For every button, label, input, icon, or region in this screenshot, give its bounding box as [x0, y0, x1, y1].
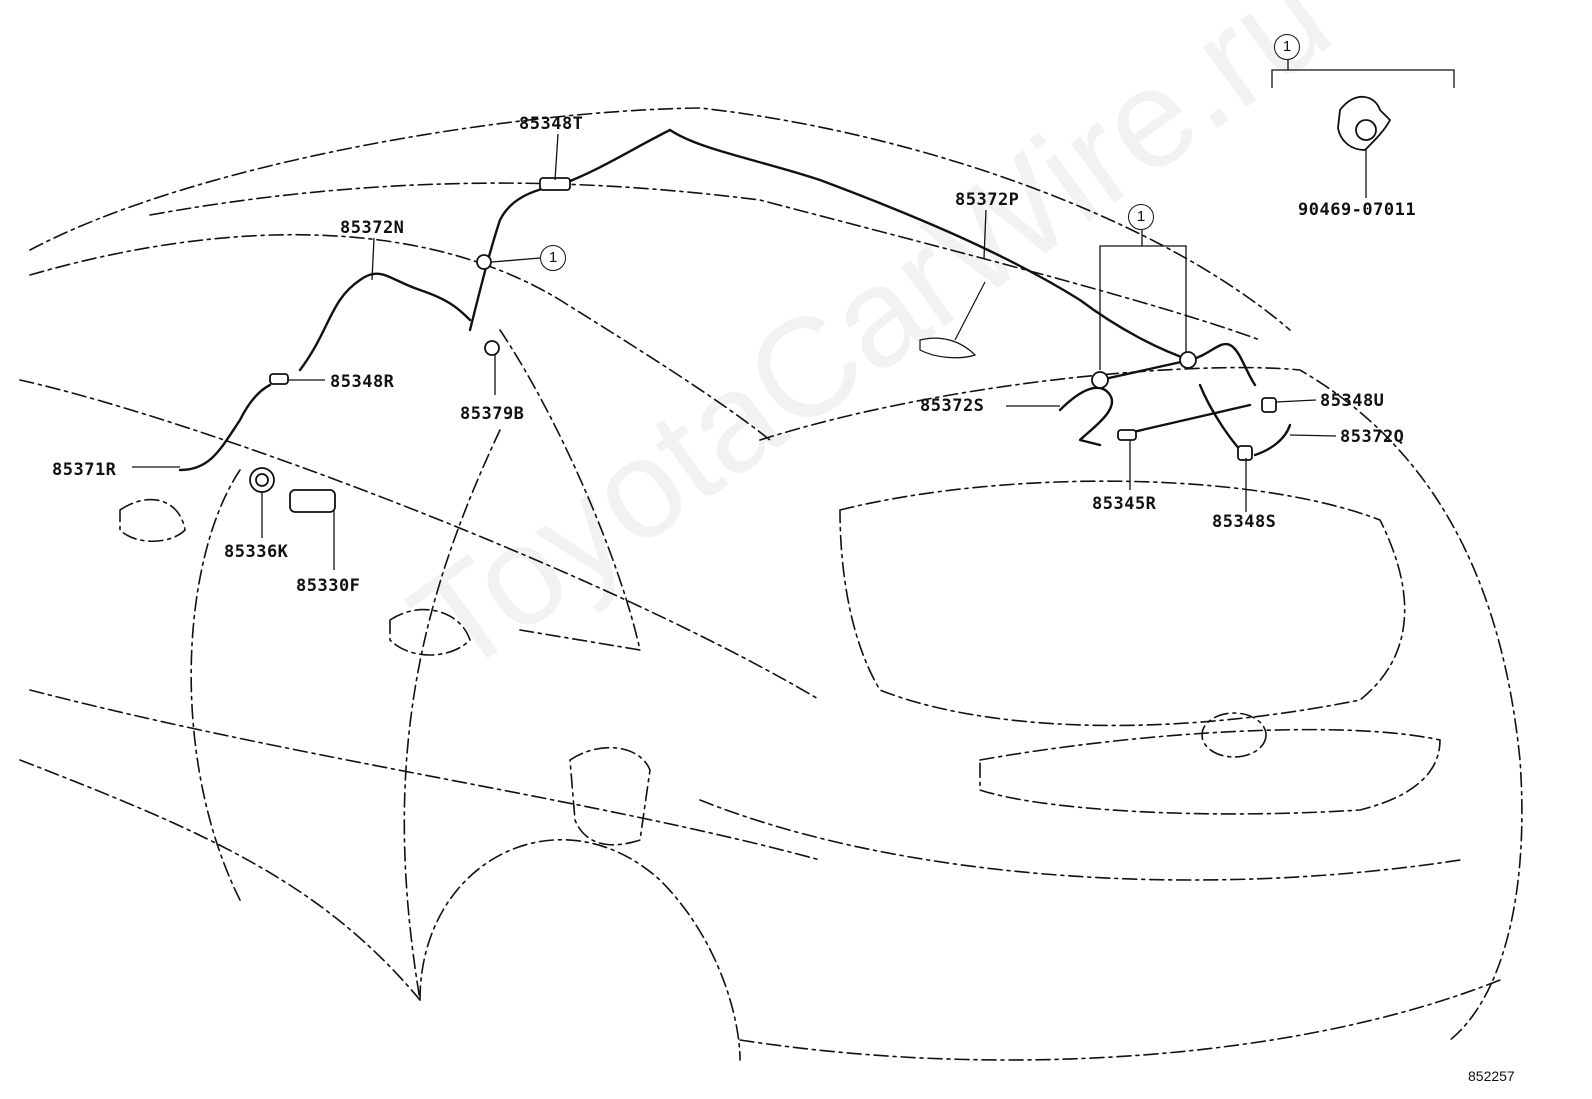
rear-emblem [1201, 712, 1267, 758]
roof-antenna [919, 281, 986, 359]
grommet-85336K-inner [255, 473, 269, 487]
pump-body-85330F [289, 489, 336, 513]
side-window-line [19, 379, 821, 701]
callout-bracket-detail [1271, 69, 1455, 88]
leader-85348U [1275, 399, 1317, 403]
label-85372N: 85372N [340, 218, 405, 238]
door-handle [389, 608, 471, 656]
lower-body-line [19, 759, 421, 1001]
rear-wheel-arch [419, 839, 741, 1061]
label-90469-07011: 90469-07011 [1298, 200, 1417, 220]
leader-callout-1 [491, 257, 541, 263]
hose-85372P [668, 128, 1192, 362]
hose-rear-rail [1098, 342, 1257, 387]
fuel-door [569, 746, 651, 846]
joint-85345R [1117, 429, 1137, 441]
front-door-edge [190, 469, 241, 901]
leader-85372Q [1289, 434, 1337, 437]
leader-85348T [554, 133, 559, 181]
label-85372P: 85372P [955, 190, 1020, 210]
side-body-line [29, 689, 821, 861]
hose-85345R [1118, 403, 1252, 437]
hose-85348T [468, 128, 672, 332]
clamp-ring-b [1179, 351, 1197, 369]
door-handle-front [119, 498, 186, 542]
callout-marker-detail: 1 [1274, 34, 1300, 60]
label-85379B: 85379B [460, 404, 525, 424]
rear-glass [839, 480, 1406, 727]
label-85348T: 85348T [519, 114, 584, 134]
callout-marker-rail: 1 [1128, 204, 1154, 230]
label-85372S: 85372S [920, 396, 985, 416]
nozzle-85379B [484, 340, 500, 356]
bumper-line [699, 799, 1461, 881]
hose-85371R [178, 383, 272, 472]
tail-panel [979, 728, 1441, 815]
label-85330F: 85330F [296, 576, 361, 596]
rear-door-edge [403, 429, 501, 1001]
leader-85372N [371, 237, 375, 281]
label-85348R: 85348R [330, 372, 395, 392]
hose-85348S [1198, 383, 1247, 457]
leader-85372P [983, 209, 987, 259]
joint-85348U [1261, 397, 1277, 413]
label-85348S: 85348S [1212, 512, 1277, 532]
rear-hatch-outline [759, 366, 1523, 1041]
label-85371R: 85371R [52, 460, 117, 480]
label-85372Q: 85372Q [1340, 427, 1405, 447]
clamp-ring-c [476, 254, 492, 270]
rear-bumper-lower [739, 979, 1501, 1061]
roof-rail [29, 233, 771, 441]
roof-outline-inner [149, 182, 1261, 341]
label-85348U: 85348U [1320, 391, 1385, 411]
joint-85348R [269, 373, 289, 385]
roof-outline [29, 107, 1291, 331]
callout-bracket-rail [1099, 245, 1187, 370]
hose-85372N [298, 272, 472, 372]
hose-85372S [1058, 386, 1114, 447]
label-85336K: 85336K [224, 542, 289, 562]
diagram-id: 852257 [1468, 1068, 1515, 1084]
joint-85348S [1237, 445, 1253, 461]
label-85345R: 85345R [1092, 494, 1157, 514]
clamp-ring-a [1091, 371, 1109, 389]
c-pillar [499, 329, 642, 651]
clip-head [1355, 119, 1377, 141]
hose-85372Q [1253, 423, 1292, 457]
callout-marker-hose: 1 [540, 245, 566, 271]
